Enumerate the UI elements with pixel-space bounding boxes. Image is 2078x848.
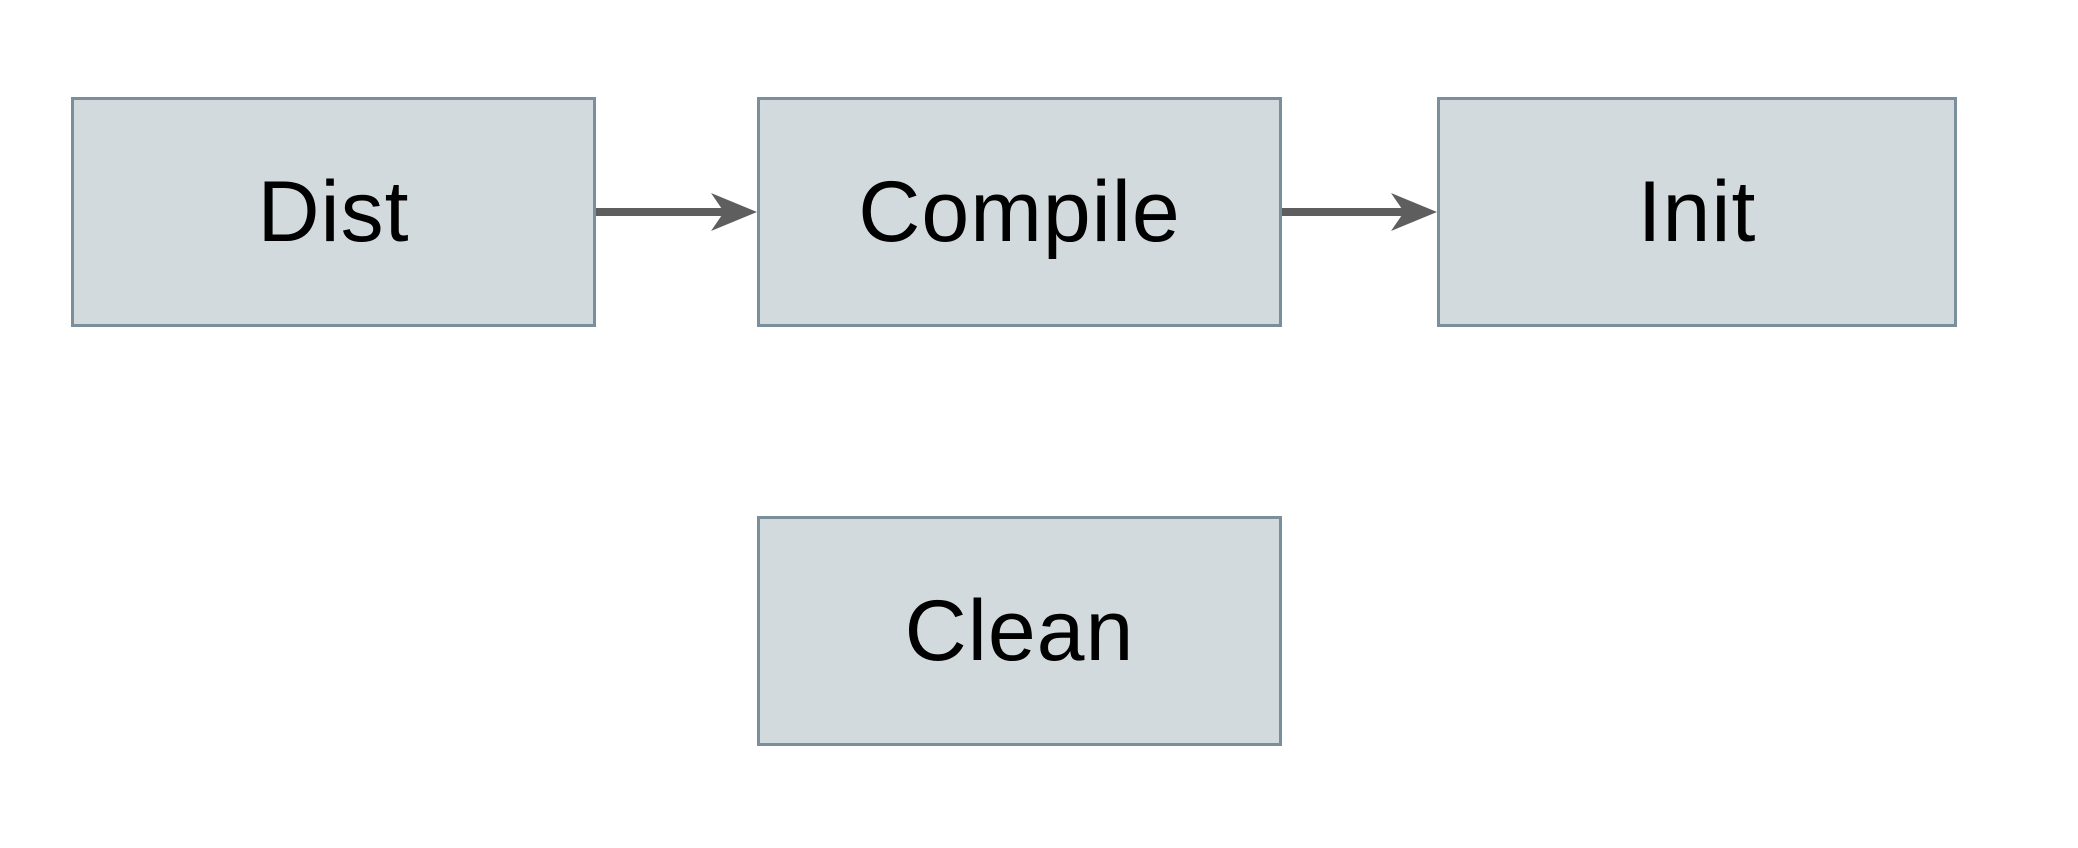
node-compile-label: Compile	[858, 164, 1181, 260]
arrowhead-icon	[1391, 193, 1437, 231]
node-dist-label: Dist	[257, 164, 410, 260]
node-init-label: Init	[1637, 164, 1757, 260]
arrowhead-icon	[711, 193, 757, 231]
arrow-compile-to-init	[1282, 193, 1437, 231]
arrow-dist-to-compile	[596, 193, 757, 231]
node-compile: Compile	[757, 97, 1282, 327]
node-init: Init	[1437, 97, 1957, 327]
node-clean: Clean	[757, 516, 1282, 746]
node-clean-label: Clean	[904, 583, 1135, 679]
node-dist: Dist	[71, 97, 596, 327]
